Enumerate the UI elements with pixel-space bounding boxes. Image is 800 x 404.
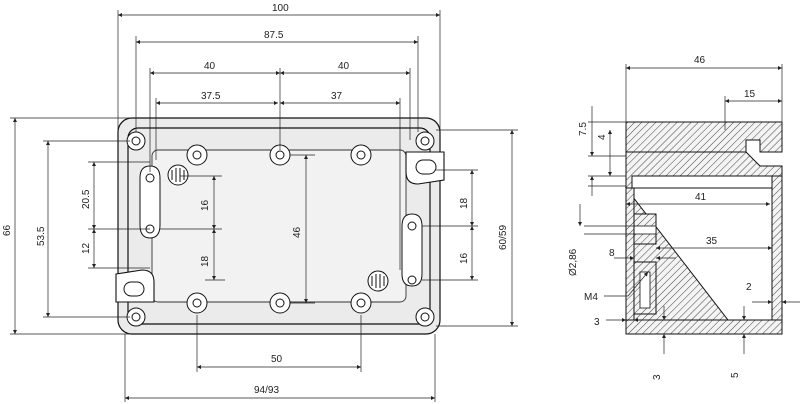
section-left-wall xyxy=(625,187,635,321)
section-floor xyxy=(625,319,783,335)
dim-width-bottom: 94/93 xyxy=(254,385,279,396)
dim-lid-thickness: 4 xyxy=(597,134,608,140)
dim-inner-right: 37 xyxy=(331,91,343,102)
dim-depth-total: 46 xyxy=(694,55,706,66)
dim-lid-depth: 15 xyxy=(744,89,756,100)
dim-center-upper: 16 xyxy=(200,199,211,211)
dim-width-total: 100 xyxy=(272,3,289,14)
dim-hole-pitch-outer: 87.5 xyxy=(264,30,284,41)
dim-top-offset: 7.5 xyxy=(578,122,589,136)
dim-right-upper: 18 xyxy=(459,197,470,209)
mounting-lug-top-right xyxy=(405,151,445,185)
dim-boss-depth: 35 xyxy=(706,236,718,247)
dim-inner-depth: 41 xyxy=(695,192,707,203)
dim-hole-depth: 8 xyxy=(609,248,615,259)
rail-right-hole-upper xyxy=(407,221,417,231)
dim-right-lower: 16 xyxy=(459,252,470,264)
dim-half-span-right: 40 xyxy=(338,61,350,72)
front-view: 100 87.5 40 40 37.5 37 50 94/93 66 53.5 … xyxy=(2,3,518,402)
section-lid xyxy=(625,121,783,153)
mounting-lug-bottom-left xyxy=(115,269,155,303)
boss-bottom-right xyxy=(350,292,372,314)
dim-wall-left: 3 xyxy=(594,317,600,328)
dim-center-lower: 18 xyxy=(200,255,211,267)
corner-hole-bottom-right xyxy=(415,307,435,327)
dim-floor: 3 xyxy=(652,374,663,380)
earth-symbol-lower xyxy=(367,270,389,292)
dim-height-right: 60/59 xyxy=(498,225,509,250)
section-view: 46 15 41 35 7.5 4 Ø2,86 8 M4 xyxy=(568,55,800,380)
boss-bottom-center xyxy=(269,292,291,314)
dim-wall-right: 2 xyxy=(746,282,752,293)
rail-right xyxy=(401,213,423,287)
corner-hole-top-right xyxy=(415,131,435,151)
dim-floor-right: 5 xyxy=(730,372,741,378)
dim-center-height: 46 xyxy=(292,226,303,238)
rail-left-hole-upper xyxy=(145,173,155,183)
dim-height-total: 66 xyxy=(2,224,13,236)
dim-height-inner: 53.5 xyxy=(36,226,47,246)
section-cavity xyxy=(633,187,773,321)
boss-top-left xyxy=(186,144,208,166)
dim-left-upper: 20.5 xyxy=(81,189,92,209)
dim-boss-spacing-bottom: 50 xyxy=(271,354,283,365)
section-right-wall xyxy=(771,175,783,321)
dim-half-span-left: 40 xyxy=(204,61,216,72)
section-lid-step xyxy=(625,151,783,189)
boss-top-right xyxy=(350,144,372,166)
earth-symbol-upper xyxy=(167,164,189,186)
boss-bottom-left xyxy=(186,292,208,314)
rail-right-hole-lower xyxy=(407,275,417,285)
dim-hole-diameter: Ø2,86 xyxy=(568,248,579,276)
rail-left xyxy=(139,165,161,239)
dim-left-lower: 12 xyxy=(81,242,92,254)
dim-inner-left: 37.5 xyxy=(201,91,221,102)
label-thread: M4 xyxy=(584,292,598,303)
